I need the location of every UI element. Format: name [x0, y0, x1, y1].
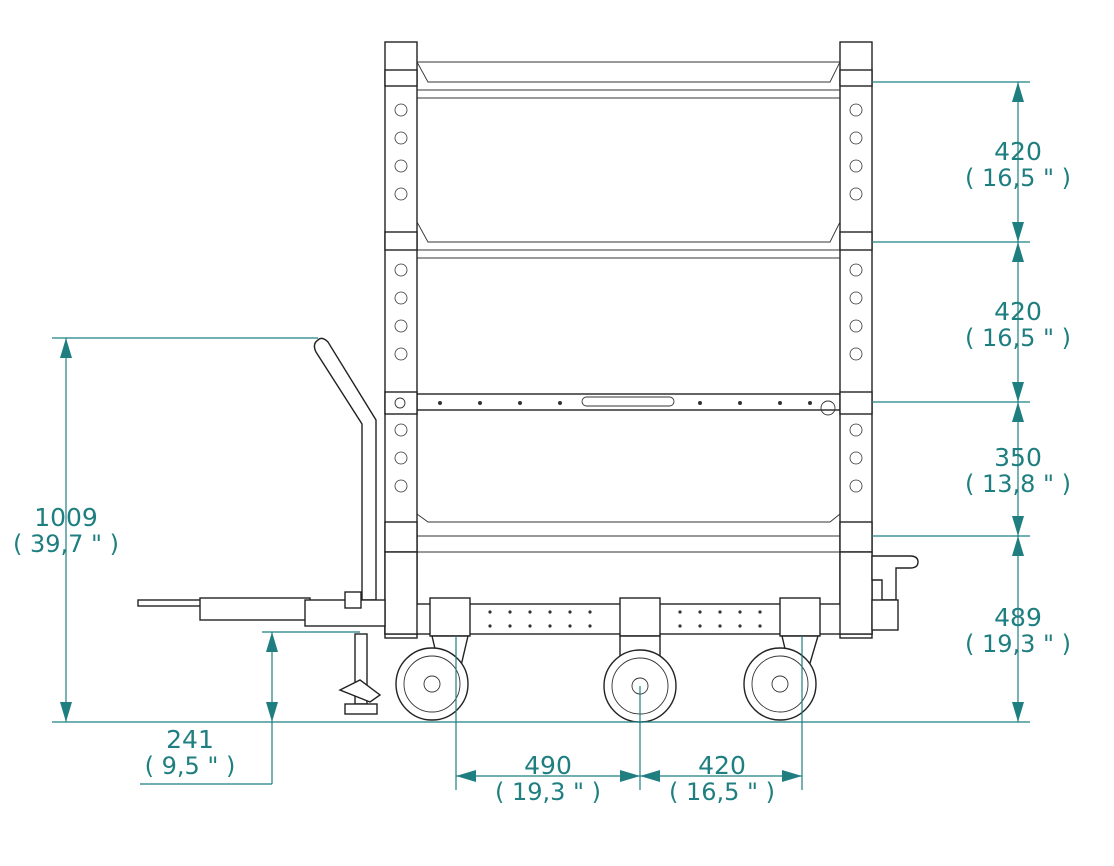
shelf-top: [384, 61, 873, 99]
wheel-spacing-2-inch: ( 16,5 " ): [669, 778, 775, 806]
tow-bar: [137, 591, 386, 627]
beam-holes: [438, 401, 812, 628]
shelf-spacing-1-mm: 420: [994, 137, 1042, 166]
shelf-spacing-3-mm: 350: [994, 443, 1042, 472]
shelf-third: [384, 513, 873, 553]
dimension-labels: 420 ( 16,5 " ) 420 ( 16,5 " ) 350 ( 13,8…: [13, 137, 1071, 806]
wheel-spacing-1-mm: 490: [524, 751, 572, 780]
base-height-mm: 489: [994, 603, 1042, 632]
upright-holes: [394, 103, 863, 493]
wheel-spacing-1-inch: ( 19,3 " ): [495, 778, 601, 806]
caster-wheel-right: [743, 635, 819, 721]
base-beam: [384, 551, 873, 637]
push-handle: [313, 337, 377, 601]
cart-frame: [52, 41, 1030, 723]
shelf-spacing-2-mm: 420: [994, 297, 1042, 326]
tow-height-inch: ( 9,5 " ): [145, 752, 236, 780]
base-height-inch: ( 19,3 " ): [965, 630, 1071, 658]
handle-height-inch: ( 39,7 " ): [13, 530, 119, 558]
rear-hook: [871, 555, 919, 631]
tow-height-mm: 241: [166, 725, 214, 754]
shelf-middle-bar: [384, 391, 873, 416]
shelf-spacing-1-inch: ( 16,5 " ): [965, 164, 1071, 192]
handle-height-mm: 1009: [34, 503, 98, 532]
caster-wheel-left: [395, 635, 469, 721]
foot-brake: [338, 633, 382, 715]
shelf-spacing-3-inch: ( 13,8 " ): [965, 470, 1071, 498]
shelf-second: [384, 221, 873, 259]
shelf-spacing-2-inch: ( 16,5 " ): [965, 324, 1071, 352]
dimension-lines: [52, 81, 1030, 790]
wheel-spacing-2-mm: 420: [698, 751, 746, 780]
